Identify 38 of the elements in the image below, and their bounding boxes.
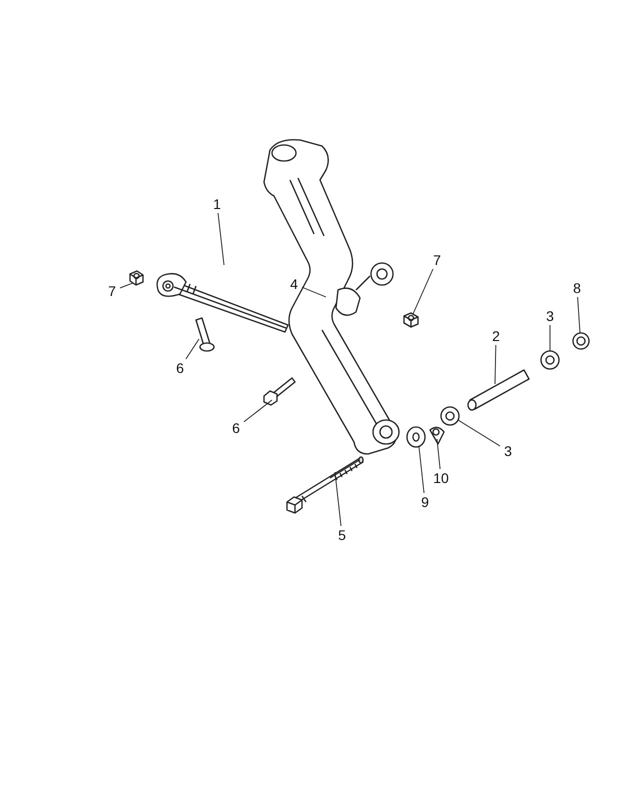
rod-drawing xyxy=(156,273,289,333)
washer-drawing xyxy=(406,426,426,448)
leader-line xyxy=(120,282,134,288)
washer-drawing xyxy=(429,426,445,445)
callout-number: 9 xyxy=(417,493,433,511)
pin-drawing xyxy=(467,369,530,411)
callout-number: 3 xyxy=(500,442,516,460)
callout-number: 1 xyxy=(209,195,225,213)
bolt-drawing xyxy=(195,317,215,352)
callout-number: 5 xyxy=(334,526,350,544)
leader-line xyxy=(418,446,424,494)
leader-line xyxy=(412,268,434,314)
leader-line xyxy=(494,344,496,384)
leader-line xyxy=(436,438,441,470)
callout-number: 7 xyxy=(104,282,120,300)
callout-number: 6 xyxy=(172,359,188,377)
bushing-drawing xyxy=(540,350,560,370)
lever-drawing xyxy=(263,139,400,455)
leader-line xyxy=(302,286,326,298)
nut-drawing xyxy=(403,312,419,328)
leader-line xyxy=(244,400,272,422)
nut-drawing xyxy=(129,270,144,286)
callout-number: 7 xyxy=(429,251,445,269)
leader-line xyxy=(185,338,200,360)
leader-line xyxy=(458,420,500,446)
leader-line xyxy=(218,212,224,266)
callout-number: 2 xyxy=(488,327,504,345)
bolt-drawing xyxy=(263,377,296,406)
bolt-drawing xyxy=(286,456,364,514)
bushing-drawing xyxy=(440,406,460,426)
callout-number: 10 xyxy=(429,469,453,487)
callout-number: 3 xyxy=(542,307,558,325)
callout-number: 4 xyxy=(286,275,302,293)
callout-number: 8 xyxy=(569,279,585,297)
callout-number: 6 xyxy=(228,419,244,437)
leader-line xyxy=(577,296,580,334)
nut-drawing xyxy=(572,332,590,350)
leader-line xyxy=(334,472,342,526)
